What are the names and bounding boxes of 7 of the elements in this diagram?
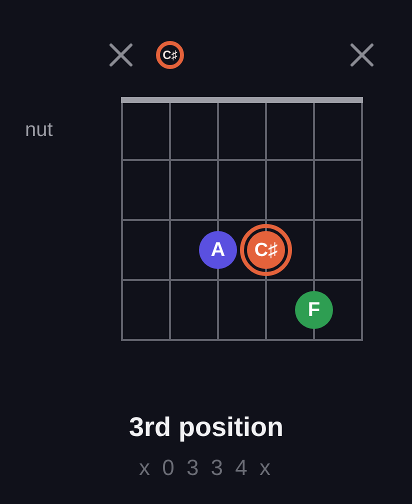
caption: 3rd position xyxy=(129,413,284,443)
note-dot: F xyxy=(295,291,333,329)
ringed-note-dot: C♯ xyxy=(240,224,292,276)
note-ring: C♯ xyxy=(156,41,184,69)
note-dot: A xyxy=(199,231,237,269)
fingering-text: x 0 3 3 4 x xyxy=(139,456,274,480)
nut-label: nut xyxy=(25,119,53,141)
